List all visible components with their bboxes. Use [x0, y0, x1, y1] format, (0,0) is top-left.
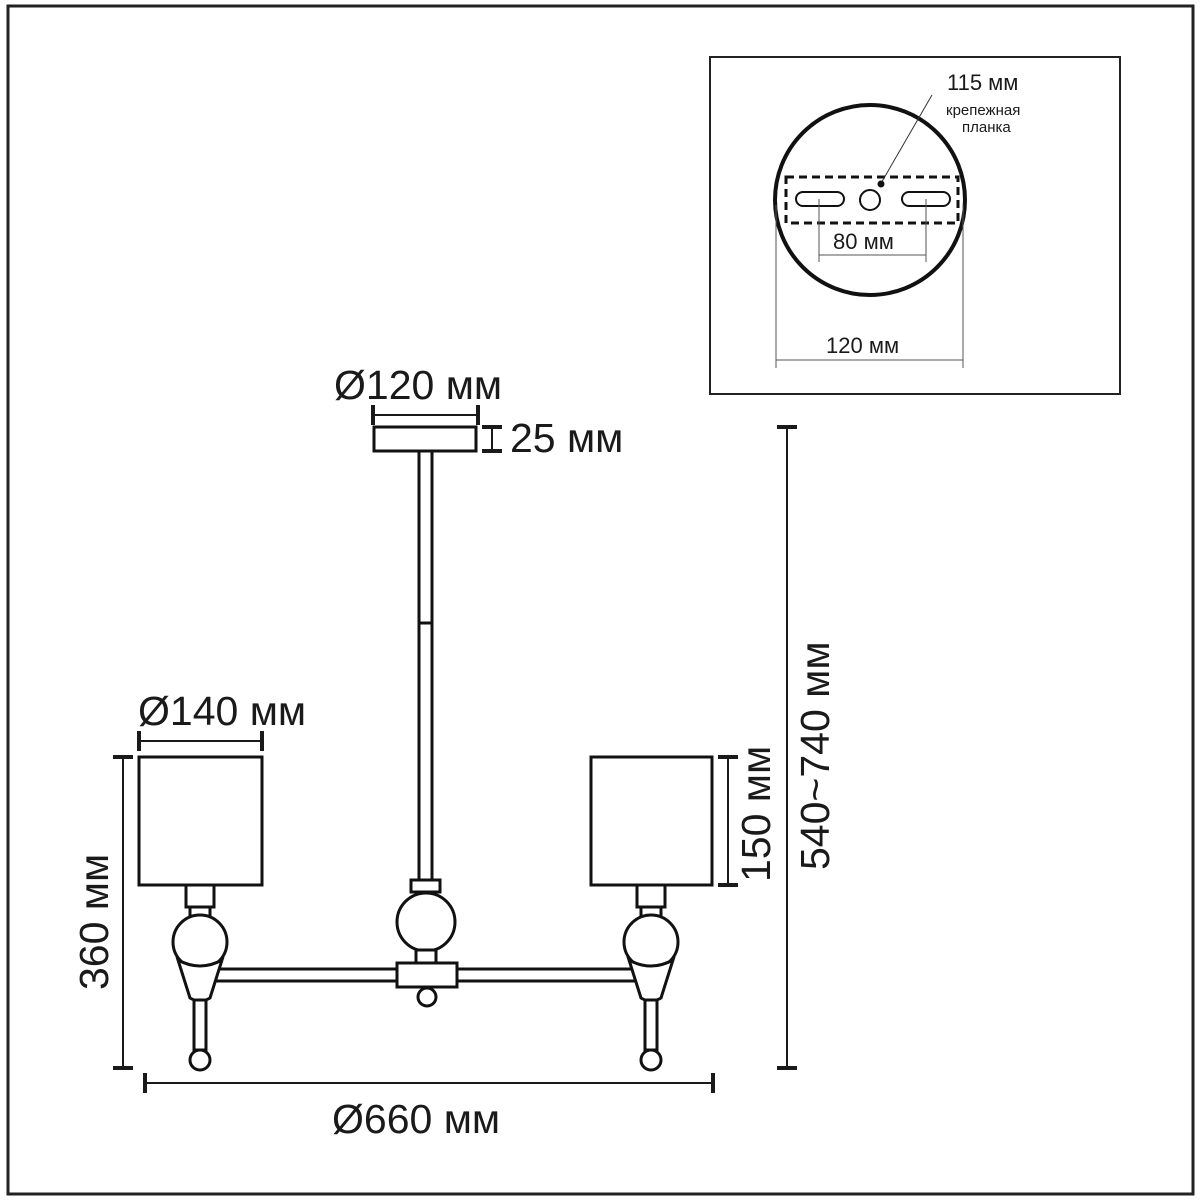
- plate-leader-dot: [877, 180, 885, 188]
- right-drop: [626, 956, 676, 1003]
- left-stem: [192, 998, 208, 1052]
- hole-spacing-label: 80 мм: [833, 229, 894, 254]
- canopy-diameter-label: Ø120 мм: [334, 362, 502, 408]
- center-finial: [416, 986, 438, 1008]
- shade-height-label: 150 мм: [733, 746, 779, 882]
- left-shade: [137, 755, 264, 887]
- center-collar: [409, 878, 442, 894]
- outer-frame: [6, 4, 1195, 1196]
- mount-detail: 115 мм крепежная планка 80 мм 120 мм: [709, 56, 1121, 395]
- right-shade: [589, 755, 714, 887]
- total-height-label: 540~740 мм: [792, 641, 838, 870]
- plate-width-label: 115 мм: [947, 70, 1018, 95]
- center-ball: [395, 891, 457, 953]
- plate-leader: [879, 94, 933, 186]
- mounting-plate: [784, 175, 960, 225]
- rod-lower: [417, 621, 434, 883]
- chandelier: [137, 425, 714, 1072]
- shade-diameter-label: Ø140 мм: [138, 688, 306, 734]
- center-hole: [859, 189, 881, 211]
- rod-upper: [417, 449, 434, 625]
- total-diameter-label: Ø660 мм: [332, 1096, 500, 1142]
- canopy: [372, 425, 478, 453]
- dimensions: [113, 405, 797, 1093]
- left-socket: [184, 883, 216, 909]
- left-slot: [795, 191, 845, 207]
- mount-detail-frame: [709, 56, 1121, 395]
- center-hub: [395, 961, 459, 989]
- plate-label-line2: планка: [962, 119, 1011, 136]
- right-stem: [643, 998, 659, 1052]
- canopy-height-label: 25 мм: [510, 415, 623, 461]
- plate-label-line1: крепежная: [946, 102, 1020, 119]
- arm-height-label: 360 мм: [71, 854, 117, 990]
- left-drop: [175, 956, 225, 1003]
- canopy-width-label: 120 мм: [826, 333, 899, 358]
- left-finial: [188, 1048, 212, 1072]
- right-finial: [639, 1048, 663, 1072]
- right-socket: [635, 883, 667, 909]
- canopy-top-view: [773, 103, 967, 297]
